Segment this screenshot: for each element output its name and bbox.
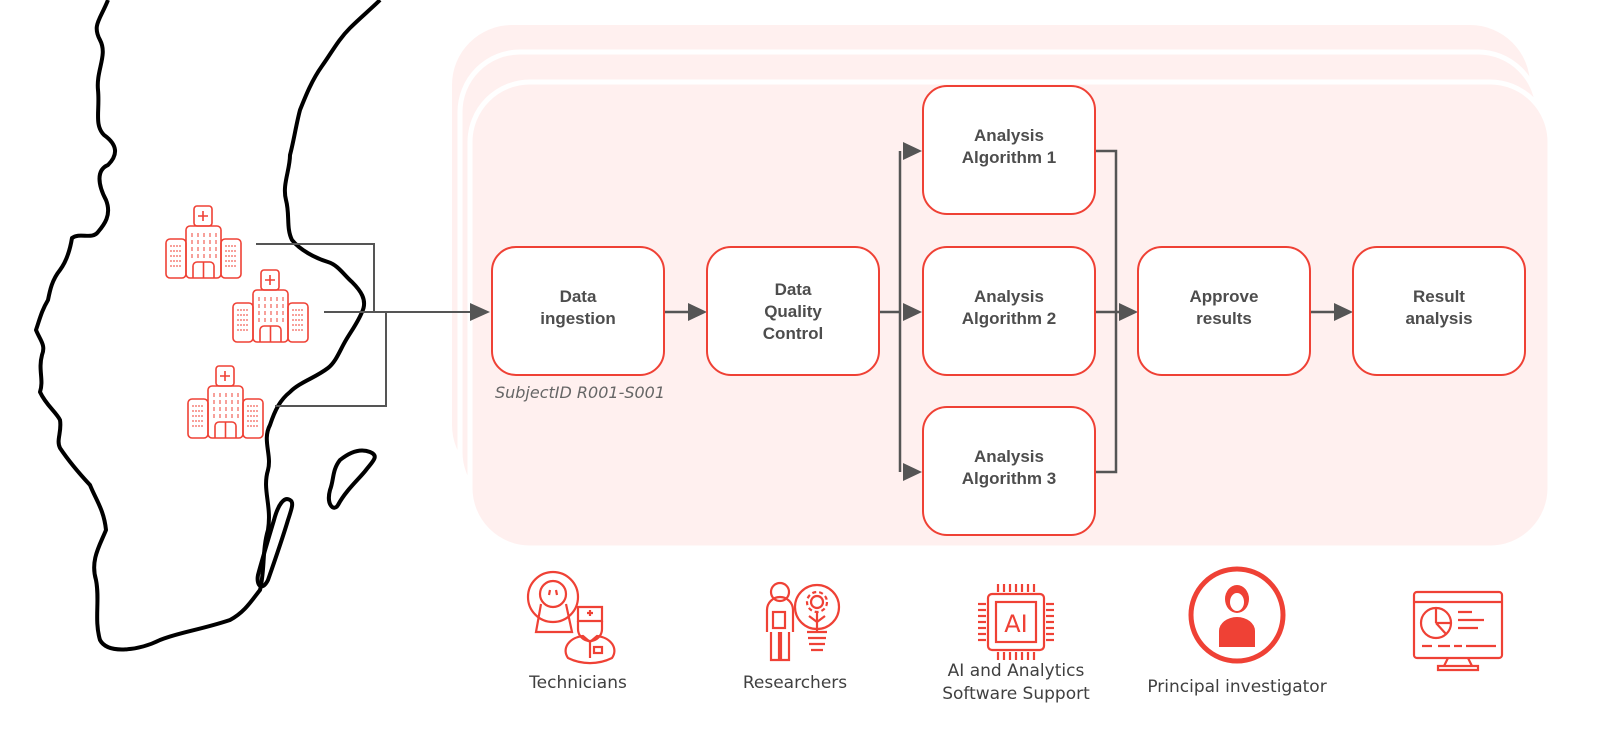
- ai-chip-icon: AI: [978, 584, 1054, 660]
- ai-chip-text: AI: [1004, 610, 1028, 638]
- node-box: [922, 406, 1096, 536]
- arrow-alg3: [903, 463, 922, 481]
- node-label: results: [1196, 309, 1252, 328]
- role-label: Software Support: [942, 684, 1090, 704]
- map-outline: [34, 0, 382, 652]
- node-box: [491, 246, 665, 376]
- node-approve[interactable]: Approve results: [1137, 246, 1311, 376]
- role-label: AI and Analytics: [948, 661, 1085, 681]
- node-label: Data: [560, 287, 597, 306]
- node-label: Algorithm 3: [962, 469, 1056, 488]
- connector-site-1: [256, 243, 375, 312]
- node-box: [922, 246, 1096, 376]
- hospital-icon: [232, 269, 309, 343]
- node-label: ingestion: [540, 309, 616, 328]
- node-box: [1137, 246, 1311, 376]
- arrow-to-ingest: [470, 303, 490, 321]
- roles: Technicians Researchers AI AI and Analytics…: [526, 566, 1504, 704]
- arrow-dqc: [688, 303, 707, 321]
- arrow-result: [1334, 303, 1353, 321]
- technician-mri-icon: [526, 570, 616, 665]
- hospital-icon: [165, 205, 242, 279]
- node-box: [706, 246, 880, 376]
- researcher-idea-icon: [765, 581, 841, 662]
- node-label: Analysis: [974, 287, 1044, 306]
- arrow-approve: [1119, 303, 1138, 321]
- node-label: Data: [775, 280, 812, 299]
- node-ingest[interactable]: Data ingestion: [491, 246, 665, 376]
- connector-site-3: [275, 312, 387, 407]
- site-connectors: [256, 243, 490, 407]
- arrow-alg1: [903, 142, 922, 160]
- mainland-coast: [34, 0, 382, 652]
- role-label: Technicians: [528, 673, 627, 693]
- monitor-chart-icon: [1412, 590, 1504, 672]
- node-label: Algorithm 2: [962, 309, 1056, 328]
- role-label: Researchers: [743, 673, 847, 693]
- island-oland: [255, 497, 295, 589]
- node-label: Analysis: [974, 126, 1044, 145]
- pipeline-connectors: [664, 142, 1353, 481]
- node-box: [1352, 246, 1526, 376]
- node-label: Approve: [1190, 287, 1259, 306]
- node-label: Control: [763, 324, 823, 343]
- hospital-sites: [165, 205, 309, 439]
- subject-id-label: SubjectID R001-S001: [495, 383, 665, 402]
- role-label: Principal investigator: [1147, 677, 1326, 697]
- process-nodes: DataingestionDataQualityControlAnalysisA…: [491, 85, 1526, 536]
- doctor-circle-icon: [1188, 566, 1286, 664]
- island-gotland: [327, 448, 377, 510]
- node-box: [922, 85, 1096, 215]
- node-label: Quality: [764, 302, 822, 321]
- node-label: Algorithm 1: [962, 148, 1056, 167]
- node-label: analysis: [1405, 309, 1472, 328]
- arrow-alg2: [903, 303, 922, 321]
- node-result[interactable]: Result analysis: [1352, 246, 1526, 376]
- hospital-icon: [187, 365, 264, 439]
- node-label: Analysis: [974, 447, 1044, 466]
- node-label: Result: [1413, 287, 1465, 306]
